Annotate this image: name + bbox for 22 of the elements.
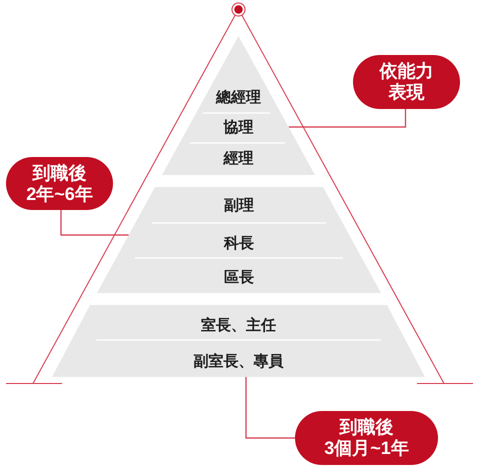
callout-pill xyxy=(353,55,460,109)
leader-line xyxy=(60,210,129,236)
pyramid-tier xyxy=(162,36,315,175)
callout-pill xyxy=(295,411,438,465)
callout-pill xyxy=(6,157,113,210)
pyramid-tier xyxy=(97,187,381,293)
callout-text: 依能力表現 xyxy=(378,61,434,103)
callout-text: 到職後 xyxy=(32,162,86,184)
rank-label: 區長 xyxy=(224,269,254,287)
rank-label: 協理 xyxy=(224,119,254,137)
rank-label: 經理 xyxy=(224,150,254,168)
rank-label: 總經理 xyxy=(216,89,261,107)
rank-label: 科長 xyxy=(224,235,254,253)
leader-line xyxy=(288,109,406,128)
callout-text: 到職後 xyxy=(340,417,394,438)
leader-line xyxy=(245,377,295,439)
rank-label: 室長、主任 xyxy=(201,317,276,335)
callout-text: 3個月~1年 xyxy=(324,438,409,459)
callout-text: 2年~6年 xyxy=(26,184,93,204)
pyramid-tier xyxy=(52,305,425,377)
rank-label: 副室長、專員 xyxy=(194,353,284,371)
rank-label: 副理 xyxy=(224,197,254,215)
